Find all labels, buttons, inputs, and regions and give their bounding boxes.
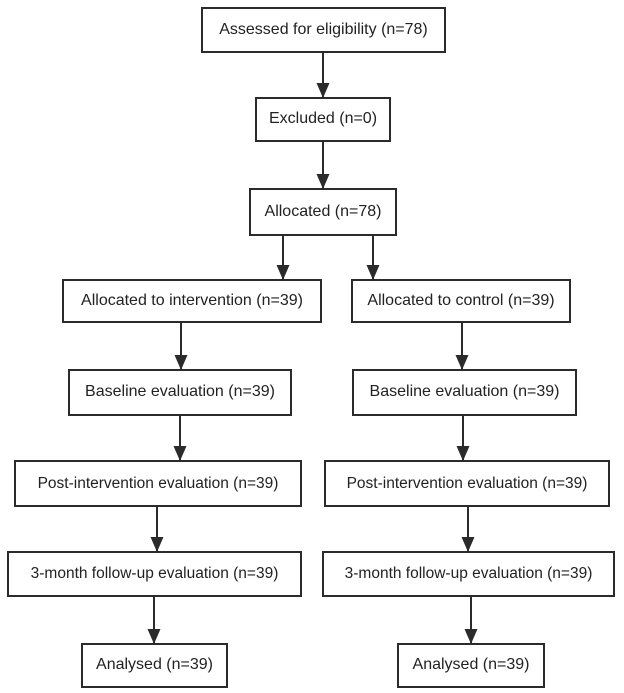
node-3-month-follow-up-evaluation-intervention: 3-month follow-up evaluation (n=39): [7, 551, 302, 597]
node-baseline-evaluation-control: Baseline evaluation (n=39): [352, 369, 577, 416]
node-analysed-intervention: Analysed (n=39): [81, 643, 228, 688]
node-analysed-control: Analysed (n=39): [397, 643, 545, 688]
node-post-intervention-evaluation-control: Post-intervention evaluation (n=39): [324, 460, 610, 507]
node-allocated-to-control: Allocated to control (n=39): [351, 279, 571, 323]
node-baseline-evaluation-intervention: Baseline evaluation (n=39): [68, 369, 292, 416]
node-allocated: Allocated (n=78): [249, 188, 397, 236]
node-allocated-to-intervention: Allocated to intervention (n=39): [62, 279, 322, 323]
node-3-month-follow-up-evaluation-control: 3-month follow-up evaluation (n=39): [322, 551, 615, 597]
node-post-intervention-evaluation-intervention: Post-intervention evaluation (n=39): [14, 460, 302, 507]
node-assessed-for-eligibility: Assessed for eligibility (n=78): [201, 7, 446, 53]
node-excluded: Excluded (n=0): [255, 97, 391, 142]
